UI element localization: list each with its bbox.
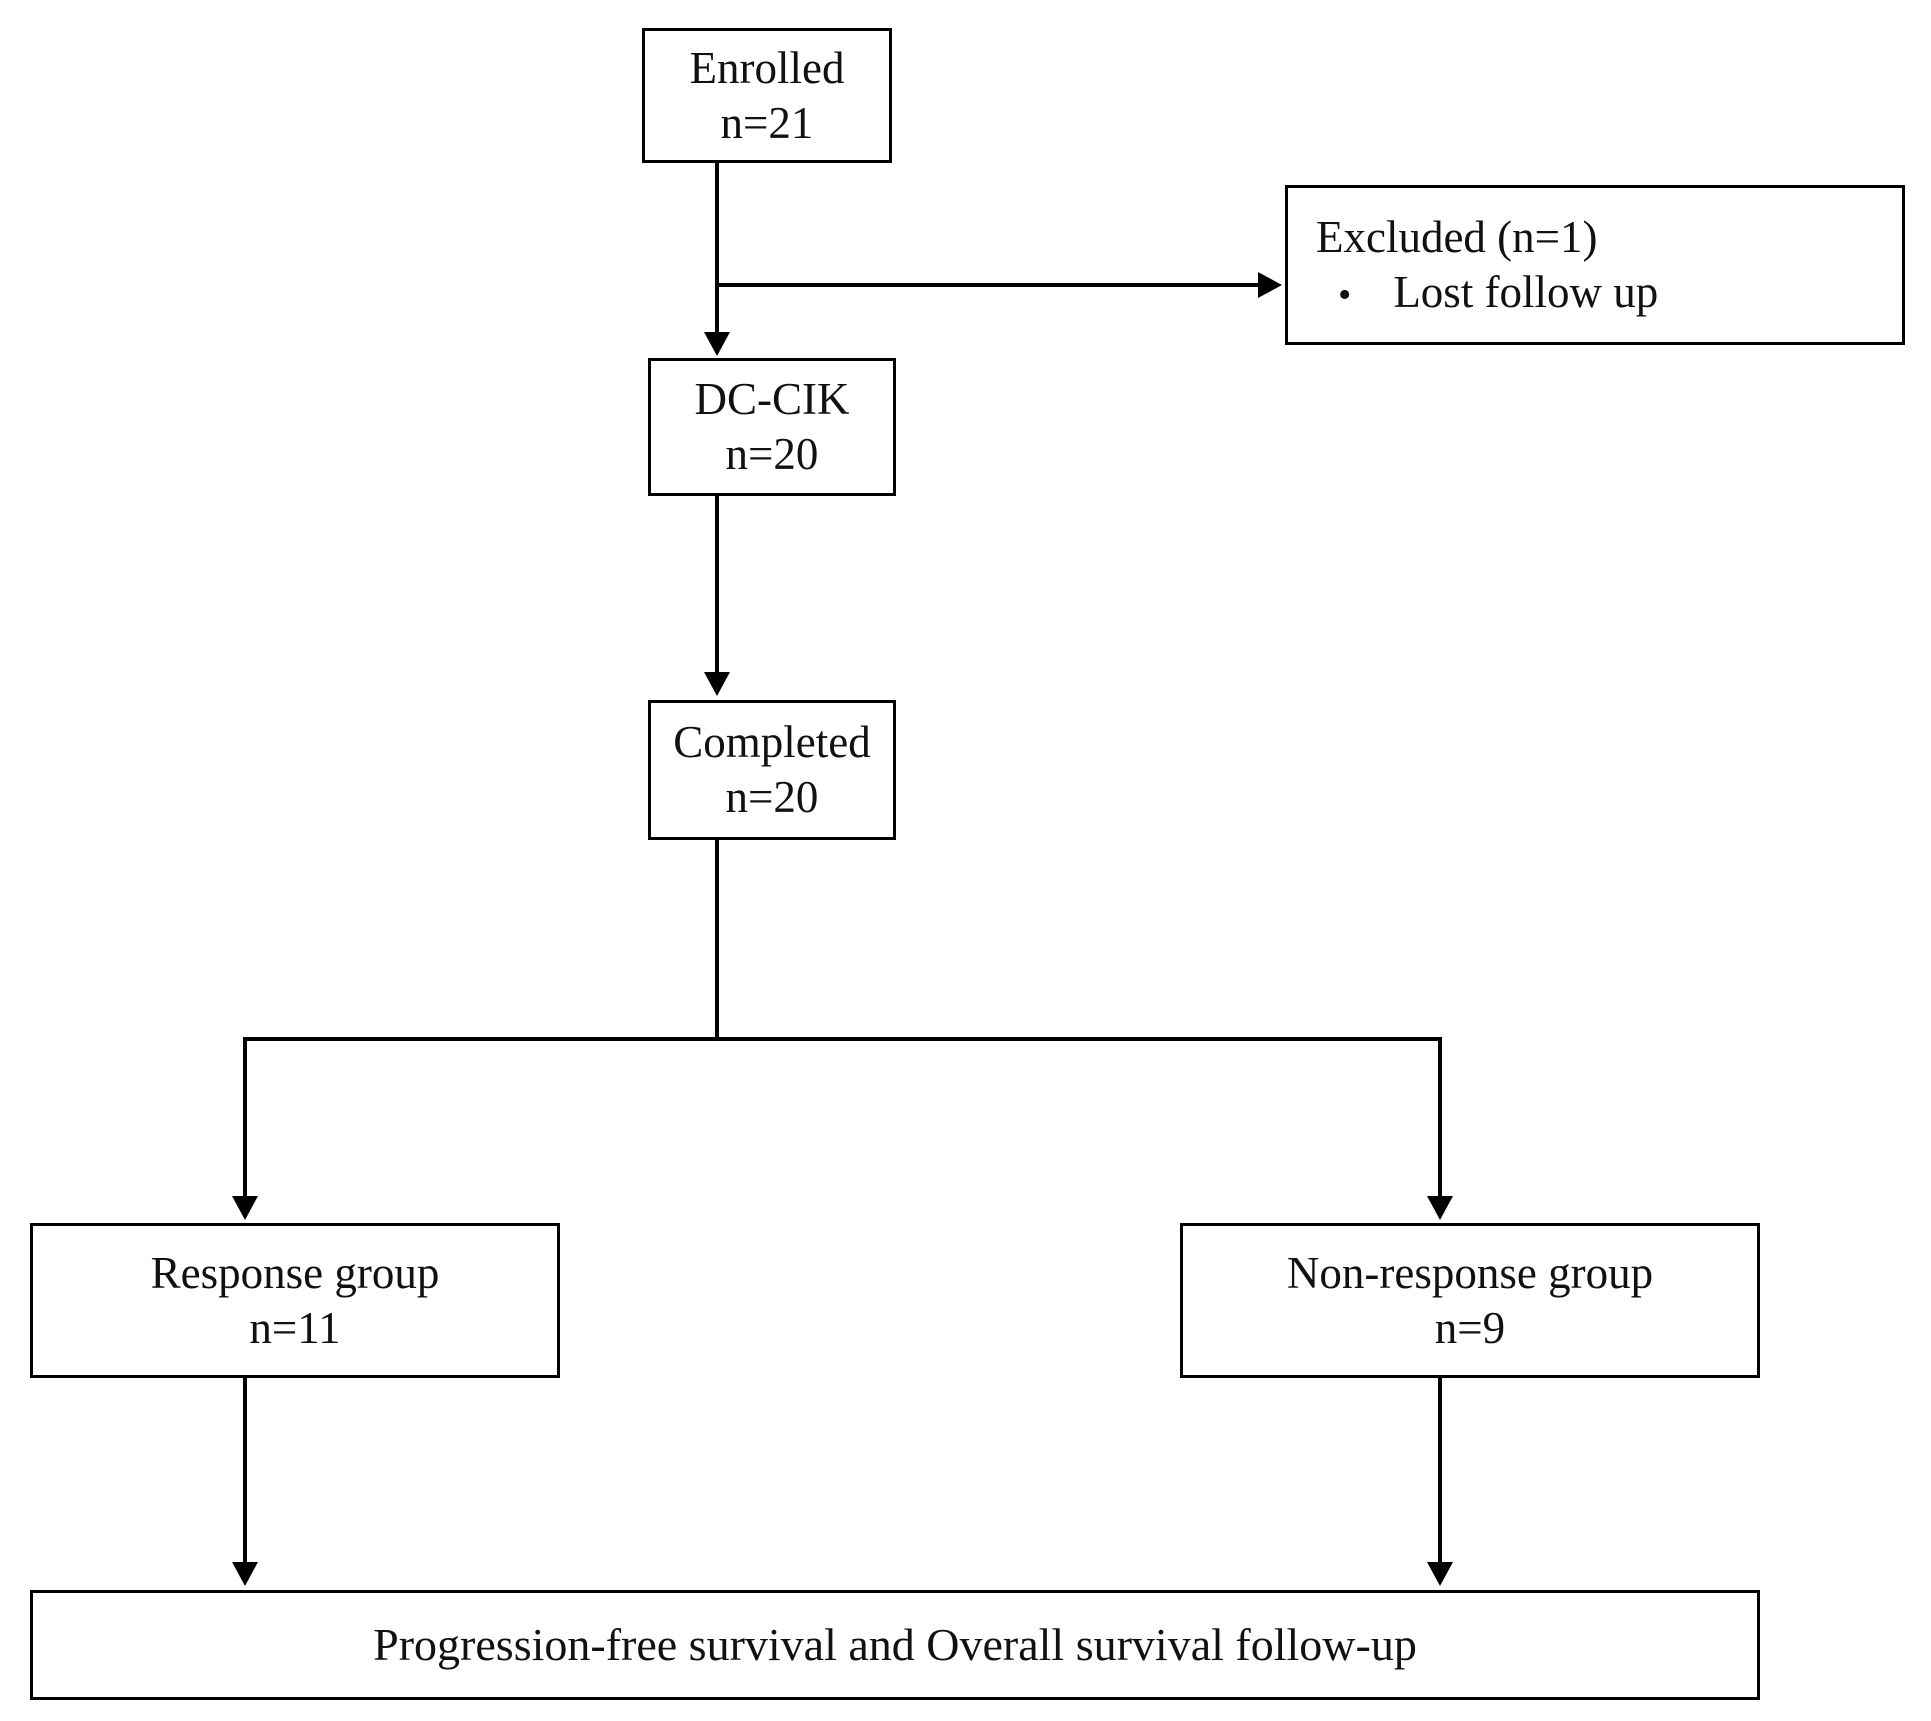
- node-nonresponse-group-count: n=9: [1434, 1302, 1506, 1353]
- connector-split-bar: [243, 1037, 1442, 1041]
- connector-to-response-group: [243, 1037, 247, 1197]
- arrowhead-response-to-followup: [232, 1562, 258, 1586]
- node-dc-cik-count: n=20: [725, 429, 819, 479]
- node-dc-cik: DC-CIK n=20: [648, 358, 896, 496]
- connector-dccik-to-completed: [715, 496, 719, 672]
- node-completed-count: n=20: [725, 772, 819, 822]
- connector-enrolled-stem: [715, 163, 719, 288]
- node-excluded-label: Excluded (n=1): [1316, 212, 1598, 263]
- arrowhead-to-excluded: [1258, 272, 1282, 298]
- node-excluded: Excluded (n=1) • Lost follow up: [1285, 185, 1905, 345]
- node-completed-label: Completed: [673, 717, 871, 768]
- connector-nonresponse-to-followup: [1438, 1378, 1442, 1563]
- node-response-group-count: n=11: [249, 1302, 341, 1353]
- connector-to-nonresponse-group: [1438, 1037, 1442, 1197]
- bullet-icon: •: [1338, 274, 1352, 316]
- node-enrolled-count: n=21: [720, 97, 814, 148]
- connector-completed-stem: [715, 840, 719, 1040]
- arrowhead-to-nonresponse-group: [1427, 1196, 1453, 1220]
- node-enrolled-label: Enrolled: [689, 42, 845, 93]
- node-response-group: Response group n=11: [30, 1223, 560, 1378]
- node-dc-cik-label: DC-CIK: [694, 374, 850, 425]
- node-excluded-reason: Lost follow up: [1393, 267, 1659, 317]
- node-nonresponse-group: Non-response group n=9: [1180, 1223, 1760, 1378]
- node-enrolled: Enrolled n=21: [642, 28, 892, 163]
- node-followup: Progression-free survival and Overall su…: [30, 1590, 1760, 1700]
- node-nonresponse-group-label: Non-response group: [1286, 1247, 1654, 1298]
- connector-enrolled-to-excluded: [715, 283, 1260, 287]
- node-completed: Completed n=20: [648, 700, 896, 840]
- arrowhead-to-completed: [704, 672, 730, 696]
- node-response-group-label: Response group: [150, 1247, 440, 1298]
- node-excluded-reason-row: • Lost follow up: [1316, 265, 1658, 320]
- connector-enrolled-to-dccik: [715, 283, 719, 333]
- connector-response-to-followup: [243, 1378, 247, 1563]
- node-followup-label: Progression-free survival and Overall su…: [373, 1618, 1417, 1670]
- arrowhead-to-dccik: [704, 332, 730, 356]
- arrowhead-nonresponse-to-followup: [1427, 1562, 1453, 1586]
- arrowhead-to-response-group: [232, 1196, 258, 1220]
